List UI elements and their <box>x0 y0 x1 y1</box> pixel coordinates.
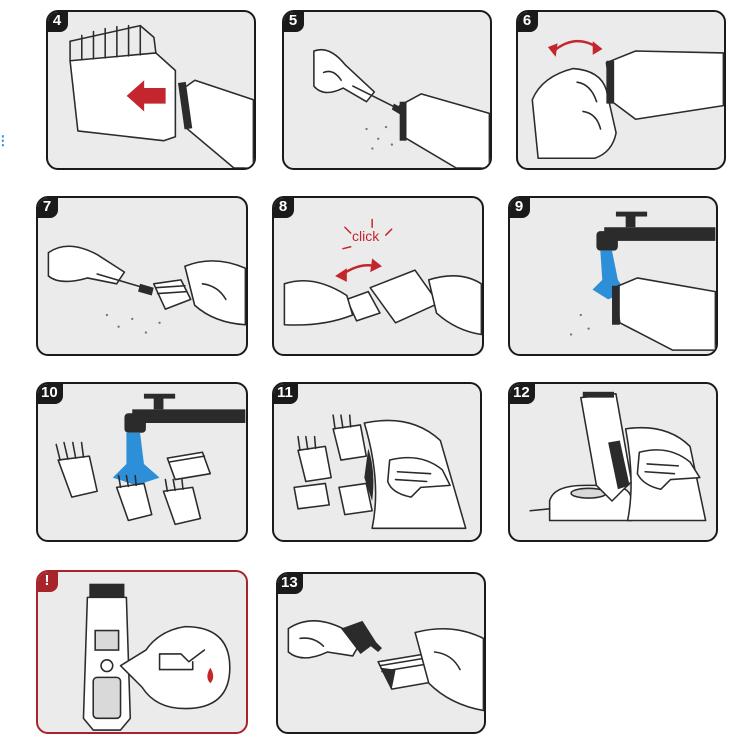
oil-can-icon <box>158 649 206 671</box>
step-11-illustration <box>293 414 467 530</box>
brush-icon <box>96 273 154 296</box>
faucet-icon <box>124 393 246 433</box>
step-8-panel: click 8 <box>272 196 484 356</box>
clipper-icon <box>398 93 490 168</box>
step-9-panel: 9 <box>508 196 718 356</box>
clipper-icon <box>178 79 254 168</box>
step-8-illustration <box>283 218 482 336</box>
step-9-illustration <box>569 211 716 351</box>
water-splash-icon <box>112 432 160 486</box>
step-13-illustration <box>287 620 484 712</box>
step-6-illustration <box>531 40 724 160</box>
arrow-icon <box>126 80 166 112</box>
hand-icon <box>184 260 246 326</box>
step-number: 10 <box>38 384 63 404</box>
blade-icon <box>166 451 212 481</box>
debris-dots <box>105 313 161 334</box>
clipper-icon <box>605 50 724 121</box>
step-number: 5 <box>284 12 304 32</box>
blade-icon <box>346 290 381 322</box>
step-13-panel: 13 <box>276 572 486 734</box>
hand-icon <box>283 275 482 336</box>
step-6-panel: 6 <box>516 10 726 170</box>
step-number: 8 <box>274 198 294 218</box>
step-12-illustration <box>529 391 707 522</box>
side-cut-mark: ⁝ <box>0 131 6 151</box>
clipper-icon <box>612 277 716 351</box>
step-5-illustration <box>313 48 490 168</box>
step-4-panel: 4 <box>46 10 256 170</box>
comb-icon <box>115 474 153 522</box>
step-number: 9 <box>510 198 530 218</box>
hand-icon <box>313 48 376 103</box>
click-burst-icon <box>342 218 393 250</box>
comb-icon <box>297 435 332 483</box>
hand-icon <box>47 245 126 285</box>
comb-icon <box>332 414 368 461</box>
hand-icon <box>531 67 617 160</box>
comb-icon <box>338 482 373 516</box>
arrow-icon <box>335 258 382 282</box>
debris-dots <box>365 125 394 150</box>
debris-dots <box>569 313 590 336</box>
step-number: 4 <box>48 12 68 32</box>
oil-callout-bubble <box>119 625 231 710</box>
comb-icon <box>162 478 202 526</box>
step-number: 11 <box>274 384 298 404</box>
step-number: 6 <box>518 12 538 32</box>
step-number: 12 <box>510 384 535 404</box>
blade-icon <box>293 482 331 510</box>
step-10-panel: 10 <box>36 382 248 542</box>
hand-icon <box>636 449 701 491</box>
hand-icon <box>414 628 484 712</box>
faucet-icon <box>596 211 716 251</box>
clipper-icon <box>82 583 132 731</box>
step-4-illustration <box>69 24 254 168</box>
click-callout: click <box>352 228 380 244</box>
step-7-panel: 7 <box>36 196 248 356</box>
blade-icon <box>377 653 438 690</box>
step-7-illustration <box>47 245 246 334</box>
comb-icon <box>69 24 177 142</box>
step-number: 13 <box>278 574 303 594</box>
clipper-icon <box>369 269 440 324</box>
step-10-illustration <box>55 393 246 526</box>
hand-icon <box>386 456 451 498</box>
warning-illustration <box>82 583 231 731</box>
step-5-panel: 5 <box>282 10 492 170</box>
oil-bottle-icon <box>341 620 382 654</box>
warning-panel: ! <box>36 570 248 734</box>
step-number: 7 <box>38 198 58 218</box>
comb-icon <box>55 441 98 498</box>
blade-icon <box>152 279 192 310</box>
brush-icon <box>352 85 406 116</box>
step-12-panel: 12 <box>508 382 718 542</box>
warning-marker: ! <box>38 572 58 592</box>
oil-drop-icon <box>207 667 214 684</box>
step-11-panel: 11 <box>272 382 482 542</box>
clipper-icon <box>580 391 633 502</box>
arrow-icon <box>547 40 603 57</box>
